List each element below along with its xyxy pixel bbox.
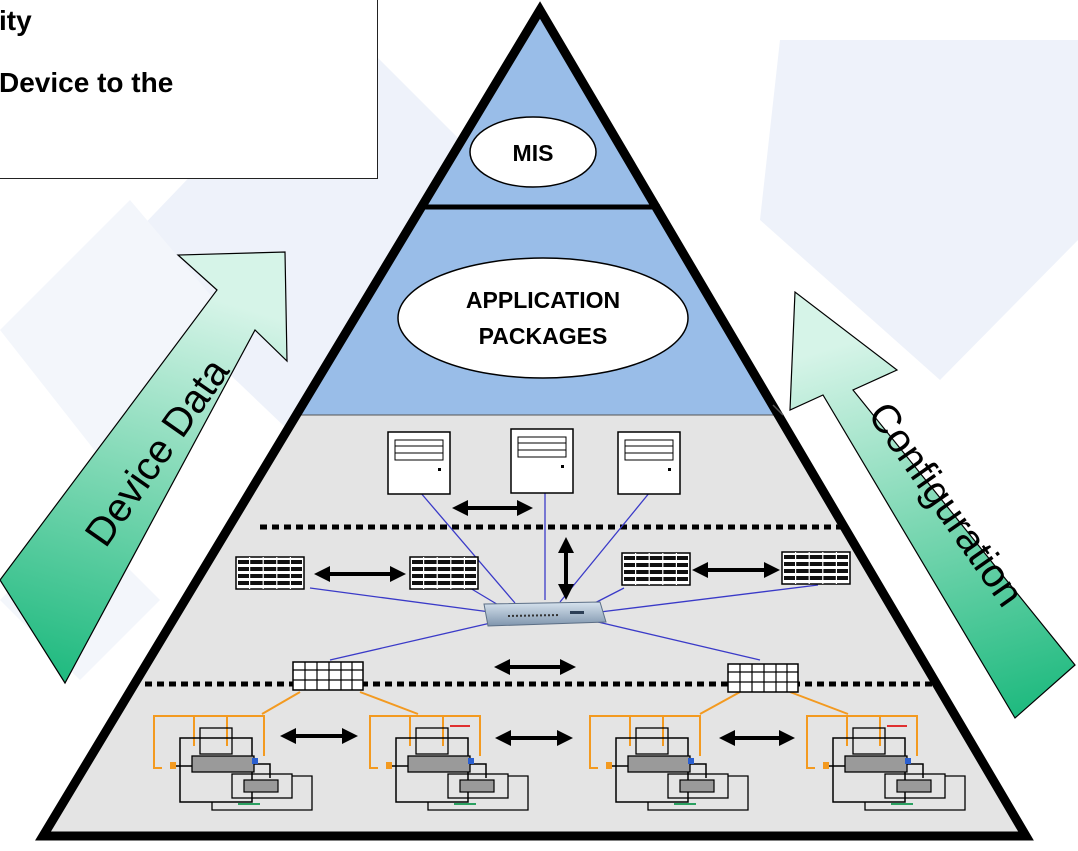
mis-label: MIS bbox=[513, 140, 554, 166]
network-switch bbox=[483, 601, 607, 627]
text-callout-box: ity Device to the bbox=[0, 0, 378, 179]
field-device-cluster-3 bbox=[589, 715, 749, 811]
controller-rack-left-outer bbox=[235, 556, 305, 590]
network-links bbox=[309, 491, 819, 661]
pyramid-outline bbox=[35, 1, 1034, 841]
controller-rack-right-outer bbox=[781, 551, 851, 585]
controller-rack-left-inner bbox=[409, 556, 479, 590]
field-device-cluster-2 bbox=[369, 715, 529, 811]
io-module-left bbox=[292, 661, 364, 691]
field-device-cluster-1 bbox=[153, 715, 313, 811]
application-packages-node: APPLICATION PACKAGES bbox=[397, 257, 689, 379]
mis-node: MIS bbox=[469, 116, 597, 188]
field-device-cluster-4 bbox=[806, 715, 966, 811]
io-module-right bbox=[727, 663, 799, 693]
application-packages-label-line2: PACKAGES bbox=[479, 323, 608, 349]
callout-line-1: ity bbox=[0, 5, 32, 36]
double-arrows bbox=[280, 500, 795, 746]
server-left bbox=[387, 431, 451, 495]
controller-rack-right-inner bbox=[621, 552, 691, 586]
field-devices bbox=[153, 715, 966, 811]
fieldbus-links bbox=[261, 691, 849, 715]
server-right bbox=[617, 431, 681, 495]
server-center bbox=[510, 428, 574, 494]
controller-racks bbox=[235, 551, 851, 590]
callout-line-2: Device to the bbox=[0, 67, 174, 98]
application-packages-label-line1: APPLICATION bbox=[466, 287, 620, 313]
